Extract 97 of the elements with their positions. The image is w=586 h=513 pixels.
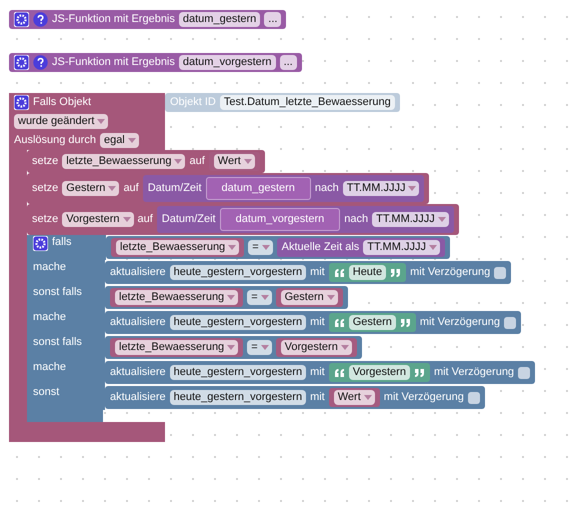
- block-label: Datum/Zeit: [148, 182, 202, 195]
- update-block: [105, 386, 485, 409]
- update-block: [105, 261, 512, 284]
- block-label: datum_gestern: [220, 181, 296, 196]
- block-label: setze: [32, 182, 58, 195]
- block-label: setze: [32, 213, 58, 226]
- object-id-block: [165, 93, 400, 112]
- block-label: JS-Funktion mit Ergebnis: [52, 13, 175, 26]
- block-label: auf: [123, 182, 139, 195]
- block-label: sonst falls: [33, 286, 83, 299]
- dropdown-field: Gestern: [280, 290, 338, 305]
- dropdown-field: TT.MM.JJJJ: [372, 212, 449, 227]
- value-field: heute_gestern_vorgestern: [170, 390, 306, 405]
- date-format-block: [142, 175, 424, 202]
- block-label: mit Verzögerung: [434, 366, 514, 379]
- set-variable-block: [27, 204, 459, 235]
- block-label: mit Verzögerung: [420, 316, 500, 329]
- if-block: [27, 235, 536, 422]
- value-field: heute_gestern_vorgestern: [170, 265, 306, 280]
- variable-block: [110, 288, 244, 307]
- update-block: [105, 311, 521, 334]
- text-block: [328, 263, 406, 282]
- variable-block: [328, 388, 380, 407]
- variable-block: [276, 288, 343, 307]
- block-label: JS-Funktion mit Ergebnis: [52, 56, 175, 69]
- value-field: heute_gestern_vorgestern: [170, 365, 306, 380]
- text-block: [328, 363, 430, 382]
- block-label: mache: [33, 361, 68, 374]
- value-field: Heute: [348, 265, 386, 280]
- block-label: mache: [33, 261, 68, 274]
- block-label: mit: [310, 266, 325, 279]
- block-label: Aktuelle Zeit als: [282, 241, 360, 254]
- block-label: Objekt ID: [170, 96, 216, 109]
- block-label: aktualisiere: [110, 316, 166, 329]
- variable-block: [111, 238, 244, 257]
- dropdown-field: wurde geändert: [14, 114, 108, 129]
- dropdown-field: letzte_Bewaesserung: [115, 340, 238, 355]
- block-label: aktualisiere: [110, 391, 166, 404]
- event-block: [9, 93, 536, 442]
- dropdown-field: Gestern: [62, 181, 120, 196]
- block-label: Auslösung durch: [14, 134, 96, 147]
- value-field: Test.Datum_letzte_Bewaesserung: [220, 95, 395, 110]
- update-block: [105, 361, 536, 384]
- text-block: [328, 313, 416, 332]
- current-time-block: [276, 238, 445, 257]
- set-variable-block: [27, 150, 265, 173]
- block-label: aktualisiere: [110, 366, 166, 379]
- block-label: aktualisiere: [110, 266, 166, 279]
- block-label: setze: [32, 155, 58, 168]
- dropdown-field: Vorgestern: [280, 340, 352, 355]
- dropdown-field: =: [247, 290, 272, 305]
- dropdown-field: Vorgestern: [62, 212, 134, 227]
- block-label: mit Verzögerung: [410, 266, 490, 279]
- block-label: sonst falls: [33, 336, 83, 349]
- variable-block: [208, 152, 260, 171]
- dropdown-field: egal: [100, 133, 139, 148]
- function-block: [9, 10, 286, 29]
- block-label: mache: [33, 311, 68, 324]
- date-format-block: [156, 206, 454, 233]
- more-button: ...: [264, 12, 282, 27]
- variable-block: [276, 338, 357, 357]
- block-label: Falls Objekt: [33, 96, 92, 109]
- dropdown-field: letzte_Bewaesserung: [115, 290, 238, 305]
- block-label: sonst: [33, 386, 60, 399]
- dropdown-field: letzte_Bewaesserung: [116, 240, 240, 255]
- block-label: Datum/Zeit: [162, 213, 216, 226]
- dropdown-field: Wert: [214, 154, 255, 169]
- comparison-block: [105, 286, 348, 309]
- comparison-block: [106, 236, 450, 259]
- dropdown-field: TT.MM.JJJJ: [363, 240, 440, 255]
- value-field: Gestern: [348, 315, 396, 330]
- value-field: heute_gestern_vorgestern: [170, 315, 306, 330]
- dropdown-field: Wert: [334, 390, 375, 405]
- block-label: mit: [310, 391, 325, 404]
- comparison-block: [105, 336, 362, 359]
- block-label: nach: [314, 182, 339, 195]
- dropdown-field: =: [248, 240, 273, 255]
- value-field: datum_vorgestern: [178, 55, 276, 70]
- block-label: falls: [52, 236, 73, 249]
- block-label: datum_vorgestern: [234, 212, 326, 227]
- variable-block: [110, 338, 244, 357]
- block-label: mit: [310, 316, 325, 329]
- dropdown-field: letzte_Bewaesserung: [62, 154, 186, 169]
- function-block: [9, 53, 302, 72]
- function-result-block: [220, 208, 340, 231]
- block-label: auf: [138, 213, 153, 226]
- dropdown-field: =: [247, 340, 272, 355]
- dropdown-field: TT.MM.JJJJ: [342, 181, 420, 196]
- value-field: datum_gestern: [178, 12, 260, 27]
- function-result-block: [206, 177, 311, 200]
- block-label: nach: [344, 213, 368, 226]
- more-button: ...: [280, 55, 297, 70]
- block-label: mit: [310, 366, 325, 379]
- block-label: mit Verzögerung: [384, 391, 464, 404]
- value-field: Vorgestern: [348, 365, 410, 380]
- set-variable-block: [27, 173, 430, 204]
- block-label: auf: [189, 155, 205, 168]
